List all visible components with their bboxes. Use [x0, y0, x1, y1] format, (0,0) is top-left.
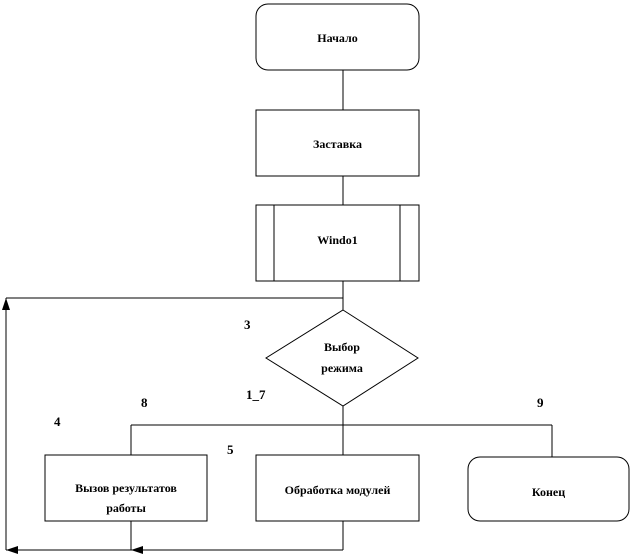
- node-end: Конец: [467, 456, 630, 522]
- node-mode-decision: Выбор режима: [265, 309, 419, 407]
- node-start: Начало: [255, 3, 420, 71]
- splash-process: [255, 109, 420, 177]
- mode-label-line1: Выбор: [324, 340, 360, 354]
- modules-label: Обработка модулей: [285, 483, 391, 497]
- start-terminal: [255, 3, 420, 71]
- label-3: 3: [244, 317, 251, 332]
- node-splash: Заставка: [255, 109, 420, 177]
- end-terminal: [467, 456, 630, 522]
- branch-numbers: 3 1_7 4 5 8 9: [54, 317, 544, 457]
- results-label-line1: Вызов результатов: [75, 481, 177, 495]
- loop-up-arrowhead: [2, 298, 10, 310]
- modules-process: [255, 454, 420, 522]
- splash-label: Заставка: [313, 137, 362, 151]
- start-label: Начало: [317, 31, 357, 45]
- label-8: 8: [141, 395, 148, 410]
- mode-label-line2: режима: [321, 361, 363, 375]
- return-results-arrowhead: [6, 546, 18, 554]
- end-label: Конец: [532, 485, 565, 499]
- label-4: 4: [54, 414, 61, 429]
- window-subroutine: [255, 204, 420, 282]
- results-label-line2: работы: [106, 501, 146, 515]
- node-window: Windo1: [255, 204, 420, 282]
- window-label: Windo1: [317, 233, 357, 247]
- label-5: 5: [227, 442, 234, 457]
- node-results: Вызов результатов работы: [44, 454, 208, 522]
- label-9: 9: [537, 395, 544, 410]
- node-modules: Обработка модулей: [255, 454, 420, 522]
- results-process: [44, 454, 208, 522]
- connectors: [2, 70, 553, 554]
- mode-decision-diamond: [265, 309, 419, 407]
- label-1_7: 1_7: [246, 387, 266, 402]
- return-modules-arrowhead: [131, 546, 143, 554]
